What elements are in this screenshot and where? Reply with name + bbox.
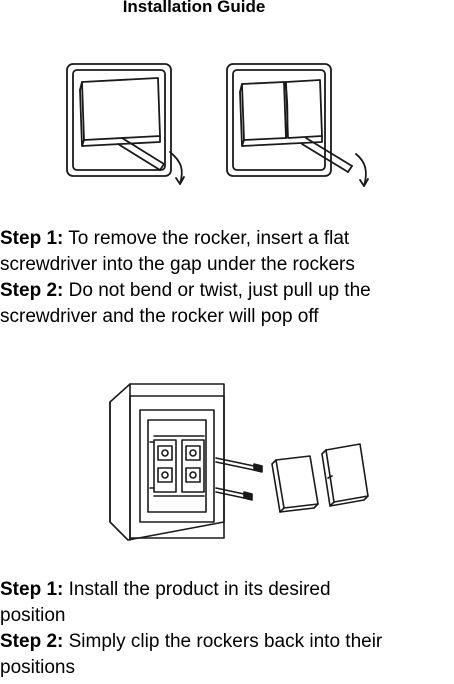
step-text: Do not bend or twist, just pull up the: [63, 280, 371, 301]
mechanism-drawing: [149, 435, 205, 497]
removal-steps: Step 1: To remove the rocker, insert a f…: [0, 226, 454, 330]
removal-step-2-line-2: screwdriver and the rocker will pop off: [0, 306, 319, 327]
step-label: Step 2:: [0, 631, 64, 652]
double-switch-drawing: [226, 63, 369, 187]
mounting-frame-drawing: [109, 383, 225, 541]
rocker-buttons-drawing: [271, 443, 369, 513]
step-label: Step 2:: [0, 280, 64, 301]
install-step-2-line-1: Step 2: Simply clip the rockers back int…: [0, 629, 454, 655]
install-step-2-line-2: positions: [0, 657, 75, 678]
installation-steps: Step 1: Install the product in its desir…: [0, 577, 454, 681]
rocker-installation-illustration: [109, 383, 369, 541]
removal-step-1-line-2: screwdriver into the gap under the rocke…: [0, 254, 355, 275]
install-step-1-line-2: position: [0, 605, 66, 626]
removal-step-1-line-1: Step 1: To remove the rocker, insert a f…: [0, 226, 454, 252]
step-text: Simply clip the rockers back into their: [63, 631, 383, 652]
step-text: To remove the rocker, insert a flat: [63, 228, 350, 249]
step-label: Step 1:: [0, 579, 64, 600]
removal-step-2-line-1: Step 2: Do not bend or twist, just pull …: [0, 278, 454, 304]
page-title: Installation Guide: [122, 0, 266, 16]
install-step-1-line-1: Step 1: Install the product in its desir…: [0, 577, 454, 603]
single-switch-drawing: [66, 63, 185, 185]
step-label: Step 1:: [0, 228, 64, 249]
step-text: Install the product in its desired: [63, 579, 331, 600]
screws-drawing: [215, 457, 263, 501]
rocker-removal-illustration: [66, 63, 369, 187]
